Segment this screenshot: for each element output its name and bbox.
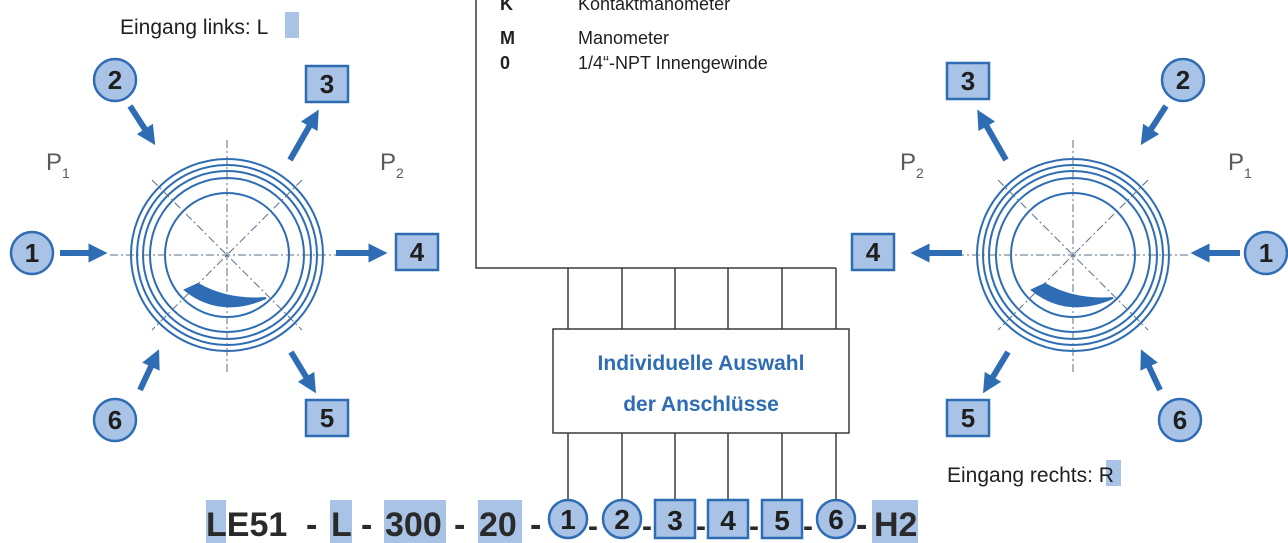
right-input-label: Eingang rechts: R bbox=[947, 464, 1114, 487]
right-port-2: 2 bbox=[1160, 57, 1206, 103]
legend-text-0: 1/4“-NPT Innengewinde bbox=[578, 53, 768, 73]
right-dial bbox=[956, 140, 1190, 372]
code-sep-2: - bbox=[361, 506, 372, 543]
code-sep-1: - bbox=[306, 506, 317, 543]
order-code: LE51 - L - 300 - 20 - 1 - 2 - 3 - 4 - 5 bbox=[206, 498, 918, 543]
legend-code-m: M bbox=[500, 28, 515, 48]
left-p1-label: P1 bbox=[46, 149, 70, 181]
port-selection-box: Individuelle Auswahl der Anschlüsse bbox=[552, 328, 850, 434]
code-port-2-label: 2 bbox=[614, 504, 630, 535]
legend: K Kontaktmanometer M Manometer 0 1/4“-NP… bbox=[500, 0, 768, 73]
right-dial-pointer bbox=[1030, 282, 1114, 308]
code-port-6-label: 6 bbox=[828, 504, 844, 535]
code-highlight-20 bbox=[478, 500, 522, 543]
legend-code-0: 0 bbox=[500, 53, 510, 73]
code-sep-4: - bbox=[530, 506, 541, 543]
code-part-3: 300 bbox=[385, 506, 442, 543]
left-valve-diagram: Eingang links: L P1 P2 bbox=[9, 12, 440, 443]
left-dial-pointer bbox=[183, 282, 267, 308]
selection-box-line1: Individuelle Auswahl bbox=[598, 352, 805, 375]
left-port-2: 2 bbox=[92, 57, 138, 103]
right-p2-label: P2 bbox=[900, 149, 924, 181]
left-port-5-label: 5 bbox=[320, 403, 334, 433]
code-port-4-label: 4 bbox=[720, 505, 736, 536]
left-port-arrows bbox=[60, 104, 388, 394]
code-port-6: 6 bbox=[815, 498, 857, 540]
code-port-5-label: 5 bbox=[774, 505, 790, 536]
right-port-6-label: 6 bbox=[1173, 405, 1187, 435]
right-port-3: 3 bbox=[945, 61, 991, 101]
left-port-3: 3 bbox=[304, 64, 350, 104]
code-sep-10: - bbox=[856, 506, 867, 543]
code-part-4: 20 bbox=[479, 506, 517, 543]
left-port-2-label: 2 bbox=[108, 65, 122, 95]
code-port-3-label: 3 bbox=[667, 505, 683, 536]
legend-text-k: Kontaktmanometer bbox=[578, 0, 730, 14]
code-highlight-h2 bbox=[872, 500, 918, 543]
code-sep-3: - bbox=[454, 506, 465, 543]
right-port-5: 5 bbox=[945, 398, 991, 438]
code-sep-8: - bbox=[749, 510, 759, 543]
right-port-3-label: 3 bbox=[961, 66, 975, 96]
right-port-1: 1 bbox=[1243, 230, 1288, 276]
right-valve-diagram: P2 P1 1 bbox=[850, 57, 1288, 487]
right-port-5-label: 5 bbox=[961, 403, 975, 433]
left-port-6-label: 6 bbox=[108, 405, 122, 435]
legend-code-k: K bbox=[500, 0, 513, 14]
port-connector-lines bbox=[567, 268, 837, 500]
selection-box-line2: der Anschlüsse bbox=[623, 393, 779, 416]
left-port-6: 6 bbox=[92, 397, 138, 443]
left-dial bbox=[110, 140, 344, 372]
code-highlight-300 bbox=[384, 500, 446, 543]
code-part-1: LE51 bbox=[206, 506, 287, 543]
code-port-1-label: 1 bbox=[560, 504, 576, 535]
left-port-4-label: 4 bbox=[410, 237, 425, 267]
code-highlight-l bbox=[330, 500, 352, 543]
code-port-4: 4 bbox=[706, 498, 750, 540]
right-port-4-label: 4 bbox=[866, 237, 881, 267]
right-port-2-label: 2 bbox=[1176, 65, 1190, 95]
right-input-code-highlight bbox=[1106, 460, 1121, 486]
code-part-2: L bbox=[331, 506, 352, 543]
left-port-4: 4 bbox=[394, 232, 440, 272]
code-part-5: H2 bbox=[874, 506, 917, 543]
code-port-5: 5 bbox=[760, 498, 804, 540]
left-input-label: Eingang links: L bbox=[120, 16, 268, 39]
code-sep-7: - bbox=[696, 510, 706, 543]
legend-connector-frame bbox=[475, 0, 836, 269]
left-port-3-label: 3 bbox=[320, 69, 334, 99]
left-port-5: 5 bbox=[304, 398, 350, 438]
left-port-1: 1 bbox=[9, 230, 55, 276]
code-port-3: 3 bbox=[653, 498, 697, 540]
right-p1-label: P1 bbox=[1228, 149, 1252, 181]
legend-text-m: Manometer bbox=[578, 28, 669, 48]
code-port-2: 2 bbox=[601, 498, 643, 540]
code-sep-6: - bbox=[642, 510, 652, 543]
left-p2-label: P2 bbox=[380, 149, 404, 181]
right-port-arrows bbox=[910, 104, 1240, 394]
right-port-1-label: 1 bbox=[1259, 238, 1273, 268]
right-port-6: 6 bbox=[1157, 397, 1203, 443]
code-sep-5: - bbox=[588, 510, 598, 543]
left-port-1-label: 1 bbox=[25, 238, 39, 268]
code-port-1: 1 bbox=[547, 498, 589, 540]
code-highlight-first bbox=[206, 500, 226, 543]
right-port-4: 4 bbox=[850, 232, 896, 272]
code-sep-9: - bbox=[803, 510, 813, 543]
left-input-code-highlight bbox=[285, 12, 299, 38]
